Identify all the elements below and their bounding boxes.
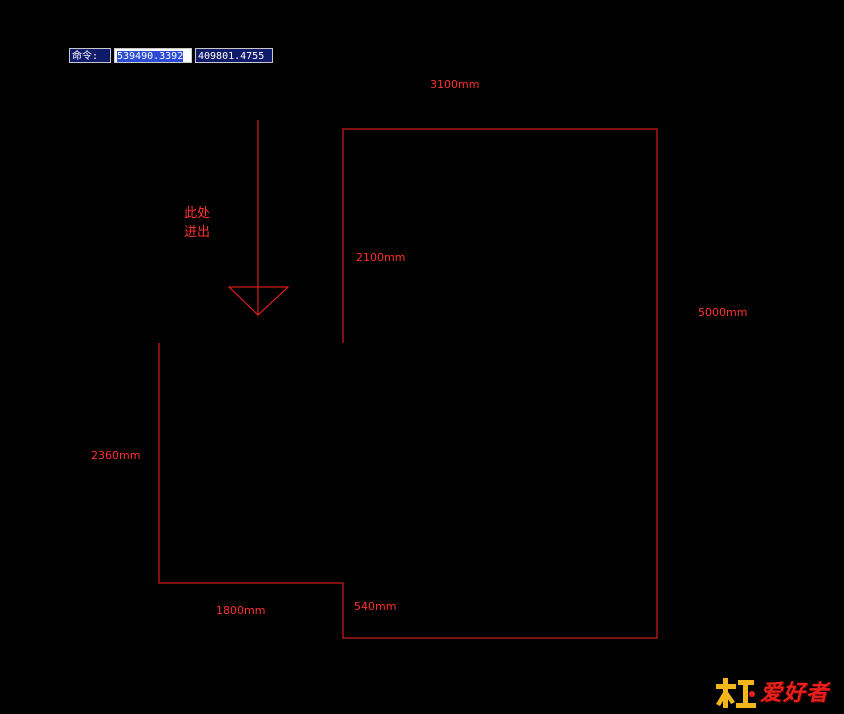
dimension-top-width: 3100mm xyxy=(430,78,479,91)
dimension-left-height: 2360mm xyxy=(91,449,140,462)
entrance-arrow-head xyxy=(227,286,290,316)
command-prompt-label: 命令: xyxy=(69,48,111,63)
dimension-bottom-width: 1800mm xyxy=(216,604,265,617)
cad-logo-icon xyxy=(716,678,756,708)
watermark-text: 爱好者 xyxy=(760,681,830,706)
dimension-inner-step-height: 2100mm xyxy=(356,251,405,264)
watermark-logo: 爱好者 xyxy=(714,676,836,710)
y-coordinate-input[interactable]: 409801.4755 xyxy=(195,48,273,63)
room-outline xyxy=(158,128,658,639)
x-coordinate-value: 539490.3392 xyxy=(117,51,184,62)
dimension-bottom-step: 540mm xyxy=(354,600,396,613)
entrance-label-line2: 进出 xyxy=(184,225,210,240)
x-coordinate-input[interactable]: 539490.3392 xyxy=(114,48,192,63)
entrance-label-line1: 此处 xyxy=(184,206,210,221)
dimension-right-height: 5000mm xyxy=(698,306,747,319)
